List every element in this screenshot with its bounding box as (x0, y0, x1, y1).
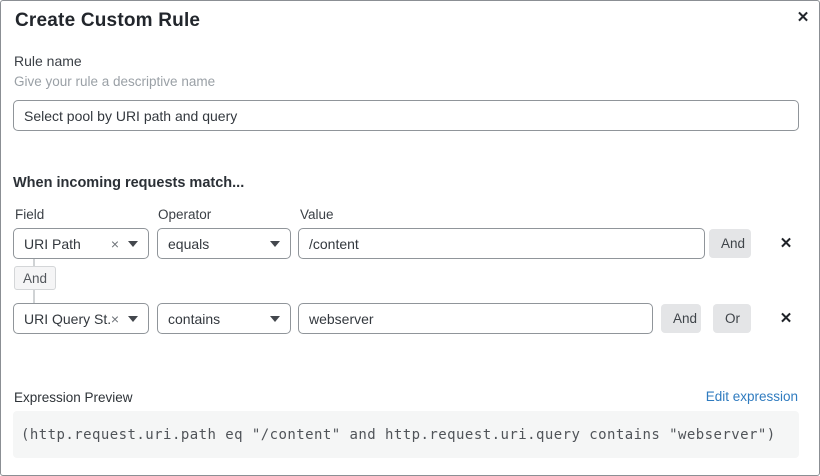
field-select-row2-value: URI Query St... (24, 310, 111, 327)
delete-icon[interactable]: ✕ (776, 309, 796, 329)
chevron-down-icon (128, 240, 138, 247)
operator-select-row1[interactable]: equals (157, 228, 291, 259)
connector-line-top (33, 259, 35, 266)
and-connector-badge: And (14, 266, 56, 290)
delete-icon[interactable]: ✕ (776, 234, 796, 254)
operator-select-row2[interactable]: contains (157, 303, 291, 334)
expression-preview-block: (http.request.uri.path eq "/content" and… (13, 411, 799, 458)
expression-preview-label: Expression Preview (14, 390, 133, 405)
value-input-row1[interactable] (298, 228, 705, 259)
close-icon[interactable]: ✕ (792, 7, 814, 29)
column-label-operator: Operator (158, 207, 212, 222)
field-select-row1[interactable]: URI Path × (13, 228, 149, 259)
rule-name-label: Rule name (14, 53, 82, 69)
and-button-row1[interactable]: And (709, 229, 751, 258)
clear-icon[interactable]: × (110, 310, 119, 327)
page-title: Create Custom Rule (15, 10, 201, 31)
rule-name-helper: Give your rule a descriptive name (14, 74, 216, 89)
chevron-down-icon (270, 315, 280, 322)
rule-name-input[interactable] (13, 100, 799, 131)
connector-line-bottom (33, 290, 35, 303)
operator-select-row2-value: contains (168, 310, 221, 327)
chevron-down-icon (270, 240, 280, 247)
field-select-row2[interactable]: URI Query St... × (13, 303, 149, 334)
column-label-value: Value (300, 207, 334, 222)
chevron-down-icon (128, 315, 138, 322)
column-label-field: Field (15, 207, 45, 222)
match-section-heading: When incoming requests match... (13, 175, 245, 191)
field-select-row1-value: URI Path (24, 235, 81, 252)
operator-select-row1-value: equals (168, 235, 210, 252)
value-input-row2[interactable] (298, 303, 653, 334)
or-button-row2[interactable]: Or (713, 304, 751, 333)
expression-code: (http.request.uri.path eq "/content" and… (21, 426, 776, 443)
clear-icon[interactable]: × (110, 235, 119, 252)
edit-expression-link[interactable]: Edit expression (705, 389, 798, 404)
and-button-row2[interactable]: And (661, 304, 701, 333)
